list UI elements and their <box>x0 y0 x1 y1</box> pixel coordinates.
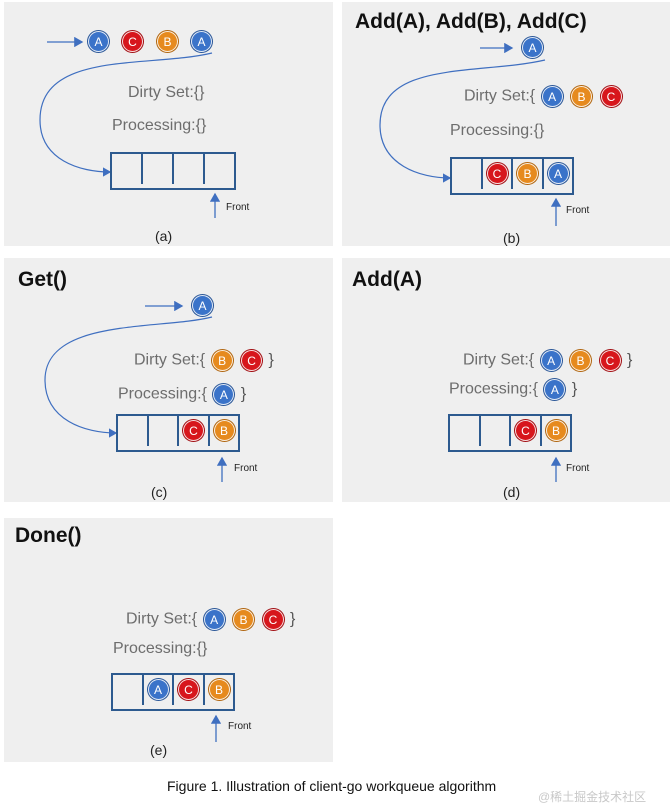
panel-title-d: Add(A) <box>352 268 422 291</box>
dirty-set-label-a: Dirty Set:{} <box>128 84 205 101</box>
queue-slot: A <box>544 159 573 189</box>
queue-slot <box>450 416 481 446</box>
queue-ball-b: B <box>545 420 567 441</box>
processing-ball-a: A <box>213 384 235 405</box>
panel-d <box>342 258 670 502</box>
dirty-ball-c: C <box>241 350 263 371</box>
queue-e: A C B <box>111 673 235 711</box>
queue-slot <box>112 154 143 184</box>
dirty-ball-a: A <box>540 350 562 371</box>
processing-label-e: Processing:{} <box>113 640 208 657</box>
queue-slot: B <box>205 675 234 705</box>
feed-curve-c <box>44 316 213 438</box>
queue-slot <box>452 159 483 189</box>
dirty-ball-b: B <box>570 350 592 371</box>
queue-slot <box>481 416 511 446</box>
queue-slot <box>113 675 144 705</box>
panel-caption-a: (a) <box>155 228 173 244</box>
item-ball-b: B <box>157 31 178 52</box>
queue-ball-b: B <box>208 679 230 700</box>
front-label-b: Front <box>566 205 590 216</box>
processing-label-b: Processing:{} <box>450 122 545 139</box>
processing-ball-a: A <box>544 379 566 400</box>
panel-caption-e: (e) <box>150 742 168 758</box>
queue-slot: C <box>179 416 210 446</box>
item-ball-a1: A <box>88 31 109 52</box>
queue-ball-a: A <box>147 679 169 700</box>
queue-ball-c: C <box>486 163 508 184</box>
queue-slot <box>149 416 179 446</box>
dirty-set-close-e: } <box>289 610 296 628</box>
queue-ball-b: B <box>213 420 235 441</box>
dirty-ball-c: C <box>600 86 622 107</box>
incoming-ball-c: A <box>192 295 213 316</box>
panel-c <box>4 258 333 502</box>
dirty-ball-c: C <box>599 350 621 371</box>
queue-slot <box>174 154 205 184</box>
processing-row-d: Processing:{ A } <box>449 379 577 400</box>
dirty-set-label-d: Dirty Set:{ <box>463 351 535 369</box>
dirty-ball-b: B <box>571 86 593 107</box>
dirty-set-label-c: Dirty Set:{ <box>134 351 206 369</box>
dirty-ball-a: A <box>541 86 563 107</box>
dirty-set-row-b: Dirty Set:{ A B C <box>464 86 624 107</box>
queue-slot: B <box>542 416 571 446</box>
dirty-set-row-c: Dirty Set:{ B C } <box>134 350 274 371</box>
queue-slot: C <box>511 416 542 446</box>
processing-label-c: Processing:{ <box>118 385 207 403</box>
processing-label-d: Processing:{ <box>449 380 538 398</box>
dirty-ball-b: B <box>211 350 233 371</box>
queue-ball-c: C <box>515 420 536 441</box>
dirty-set-label-b: Dirty Set:{ <box>464 87 536 105</box>
front-label-d: Front <box>566 463 590 474</box>
item-ball-c: C <box>122 31 143 52</box>
watermark: @稀土掘金技术社区 <box>538 790 647 804</box>
panel-caption-c: (c) <box>151 484 168 500</box>
queue-slot: A <box>144 675 174 705</box>
queue-slot <box>118 416 149 446</box>
dirty-set-row-e: Dirty Set:{ A B C } <box>126 609 295 630</box>
panel-b <box>342 2 670 246</box>
queue-slot: C <box>483 159 513 189</box>
queue-a <box>110 152 236 190</box>
queue-c: C B <box>116 414 240 452</box>
incoming-ball-b: A <box>522 37 543 58</box>
processing-label-a: Processing:{} <box>112 117 207 134</box>
item-ball-a2: A <box>191 31 212 52</box>
dirty-ball-b: B <box>233 609 255 630</box>
panel-title-c: Get() <box>18 268 67 291</box>
panel-title-e: Done() <box>15 524 82 547</box>
queue-slot <box>205 154 234 184</box>
panel-title-b: Add(A), Add(B), Add(C) <box>355 10 587 33</box>
front-label-c: Front <box>234 463 258 474</box>
feed-curve-b <box>379 59 546 183</box>
dirty-set-close-c: } <box>268 351 274 369</box>
queue-d: C B <box>448 414 572 452</box>
front-label-e: Front <box>228 721 252 732</box>
queue-slot <box>143 154 174 184</box>
queue-ball-c: C <box>178 679 199 700</box>
queue-slot: B <box>513 159 544 189</box>
figure-caption: Figure 1. Illustration of client-go work… <box>167 778 497 794</box>
queue-ball-c: C <box>183 420 204 441</box>
queue-slot: B <box>210 416 239 446</box>
panel-caption-b: (b) <box>503 230 521 246</box>
front-label-a: Front <box>226 202 250 213</box>
dirty-set-label-e: Dirty Set:{ <box>126 610 198 628</box>
dirty-ball-a: A <box>203 609 225 630</box>
queue-ball-a: A <box>547 163 569 184</box>
dirty-set-row-d: Dirty Set:{ A B C } <box>463 350 632 371</box>
queue-b: C B A <box>450 157 574 195</box>
feed-curve-a <box>39 52 213 177</box>
queue-slot: C <box>174 675 205 705</box>
panel-e <box>4 518 333 762</box>
panel-caption-d: (d) <box>503 484 521 500</box>
processing-row-c: Processing:{ A } <box>118 384 246 405</box>
queue-ball-b: B <box>517 163 538 184</box>
processing-close-d: } <box>571 380 578 398</box>
dirty-ball-c: C <box>262 609 284 630</box>
dirty-set-close-d: } <box>626 351 633 369</box>
processing-close-c: } <box>240 385 247 403</box>
